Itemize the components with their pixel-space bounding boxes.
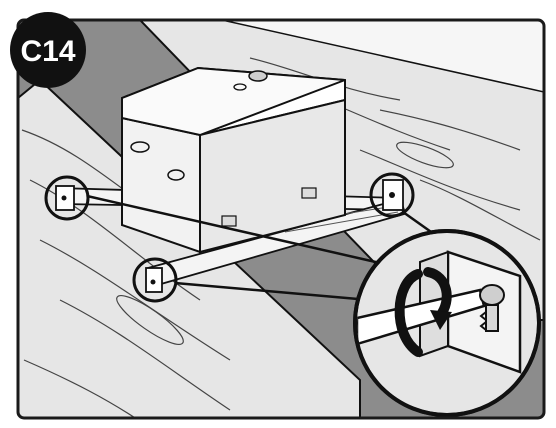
bar-bracket-left-upper [56, 186, 74, 210]
zoom-detail [355, 231, 539, 415]
scene-frame [18, 20, 544, 428]
step-label: C14 [20, 35, 75, 68]
bar-bracket-left-lower [146, 268, 162, 292]
junction-box [122, 68, 345, 252]
bar-bracket-right [383, 180, 403, 210]
step-badge: C14 [10, 12, 86, 88]
